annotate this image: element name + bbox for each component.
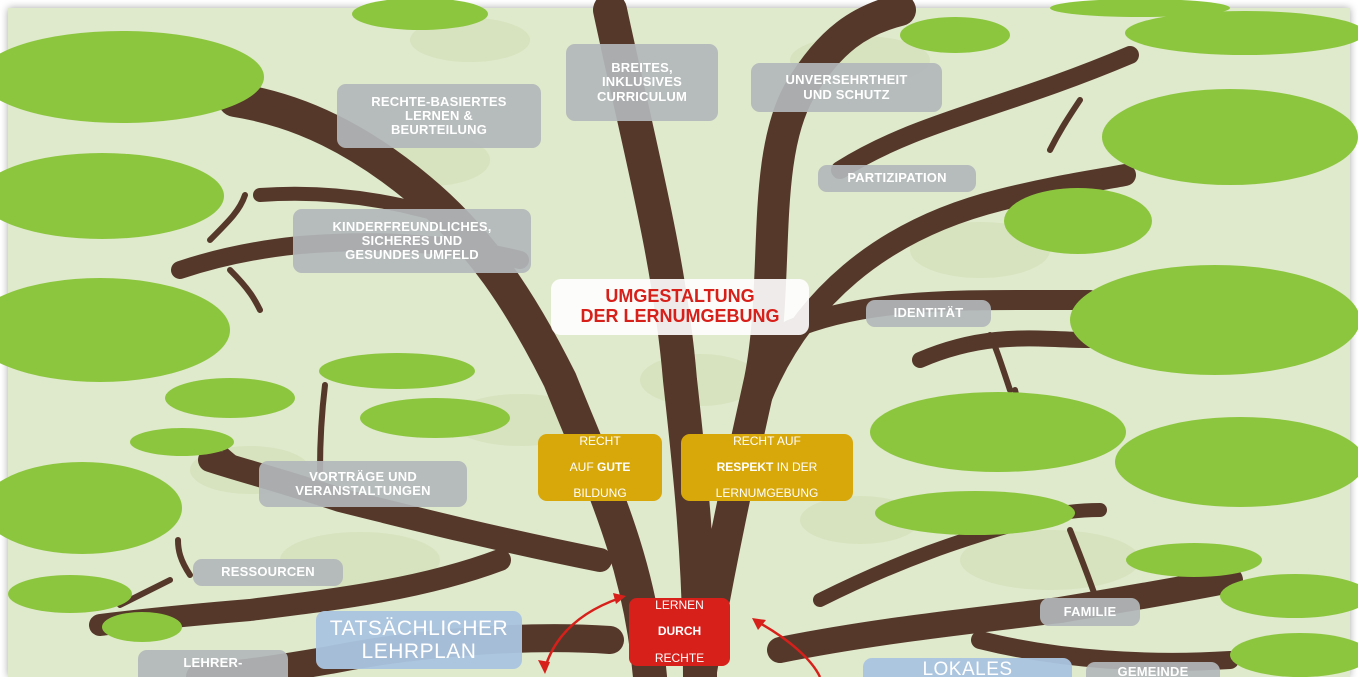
- label-family: FAMILIE: [1040, 598, 1140, 626]
- leaf: [1004, 188, 1152, 254]
- leaf: [165, 378, 295, 418]
- label-participation: PARTIZIPATION: [818, 165, 976, 192]
- leaf: [0, 31, 264, 123]
- leaf: [8, 575, 132, 613]
- leaf: [1125, 11, 1358, 55]
- label-lectures-events: VORTRÄGE UND VERANSTALTUNGEN: [259, 461, 467, 507]
- leaf: [1102, 89, 1358, 185]
- right-good-education: RECHT AUF GUTE BILDUNG: [538, 434, 662, 501]
- cycle-arrows: [538, 593, 822, 677]
- label-community: GEMEINDE: [1086, 662, 1220, 679]
- cycle-arrow-left: [543, 596, 621, 669]
- arrowhead-left-bottom: [538, 660, 550, 674]
- label-child-friendly-environment: KINDERFREUNDLICHES, SICHERES UND GESUNDE…: [293, 209, 531, 273]
- leaf: [352, 0, 488, 30]
- cycle-arrow-right: [757, 620, 822, 677]
- label-resources: RESSOURCEN: [193, 559, 343, 586]
- label-actual-curriculum: TATSÄCHLICHER LEHRPLAN: [316, 611, 522, 669]
- main-title: UMGESTALTUNG DER LERNUMGEBUNG: [551, 279, 809, 335]
- label-teacher: LEHRER-: [138, 650, 288, 677]
- leaf: [0, 153, 224, 239]
- leaf: [360, 398, 510, 438]
- label-local: LOKALES: [863, 658, 1072, 680]
- learning-through-rights: LERNEN DURCH RECHTE: [629, 598, 730, 666]
- leaf: [1070, 265, 1358, 375]
- label-rights-based-learning: RECHTE-BASIERTES LERNEN & BEURTEILUNG: [337, 84, 541, 148]
- arrowhead-right-top: [752, 618, 766, 630]
- leaf: [870, 392, 1126, 472]
- leaf: [1220, 574, 1358, 618]
- label-integrity-protection: UNVERSEHRTHEIT UND SCHUTZ: [751, 63, 942, 112]
- right-respect: RECHT AUF RESPEKT IN DER LERNUMGEBUNG: [681, 434, 853, 501]
- leaf: [102, 612, 182, 642]
- leaf: [900, 17, 1010, 53]
- leaf: [319, 353, 475, 389]
- leaf: [1126, 543, 1262, 577]
- leaf: [1050, 0, 1230, 17]
- arrowhead-left-top: [613, 593, 626, 604]
- label-identity: IDENTITÄT: [866, 300, 991, 327]
- label-broad-curriculum: BREITES, INKLUSIVES CURRICULUM: [566, 44, 718, 121]
- leaf: [130, 428, 234, 456]
- leaf: [1230, 633, 1358, 677]
- leaf: [0, 278, 230, 382]
- leaf: [0, 462, 182, 554]
- leaf: [1115, 417, 1358, 507]
- leaf: [875, 491, 1075, 535]
